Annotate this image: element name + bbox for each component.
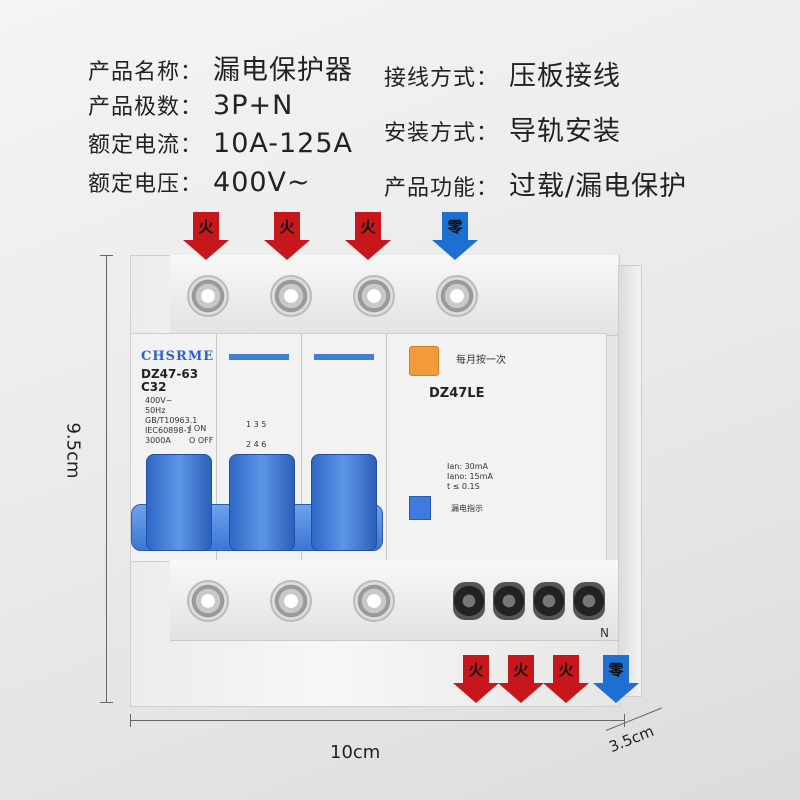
off-label: O OFF <box>189 436 214 445</box>
spec-wiring: 接线方式：压板接线 <box>384 61 622 92</box>
spec-function: 产品功能：过载/漏电保护 <box>384 171 688 202</box>
blue-strip <box>229 354 289 360</box>
bottom-screw-3[interactable] <box>353 580 395 622</box>
spec-product-name: 产品名称：漏电保护器 <box>88 55 354 86</box>
bottom-terminal-row: N <box>170 560 618 641</box>
height-dimension-label: 9.5cm <box>62 422 84 479</box>
terminal-numbers-top: 1 3 5 <box>246 420 267 429</box>
width-dim-cap-left <box>130 714 131 727</box>
test-hint: 每月按一次 <box>456 355 506 366</box>
blue-strip <box>314 354 374 360</box>
on-label: I ON <box>189 424 207 433</box>
height-dim-cap-bottom <box>100 702 113 703</box>
leak-indicator <box>409 496 431 520</box>
neutral-arrow-bottom: 零 <box>593 655 639 703</box>
bottom-terminal-neutral[interactable] <box>573 582 605 620</box>
bottom-terminal-2[interactable] <box>493 582 525 620</box>
fire-arrow-bottom-2: 火 <box>498 655 544 703</box>
fire-arrow-top-2: 火 <box>264 212 310 260</box>
height-dim-cap-top <box>100 255 113 256</box>
breaker-front-panel: CHSRME DZ47-63 C32 400V~ 50Hz GB/T10963.… <box>130 333 607 562</box>
bottom-terminal-3[interactable] <box>533 582 565 620</box>
handle-3[interactable] <box>311 454 377 551</box>
spec-install: 安装方式：导轨安装 <box>384 116 622 147</box>
module-divider <box>386 334 387 561</box>
height-dimension-line <box>106 255 107 703</box>
leak-specs: Ian: 30mA Iano: 15mA t ≤ 0.1S <box>447 462 493 491</box>
top-screw-neutral[interactable] <box>436 275 478 317</box>
spec-current: 额定电流：10A-125A <box>88 128 353 159</box>
spec-poles: 产品极数：3P+N <box>88 90 294 121</box>
rating-label: C32 <box>141 380 167 394</box>
module-divider <box>301 334 302 561</box>
model-right: DZ47LE <box>429 386 485 401</box>
bottom-screw-2[interactable] <box>270 580 312 622</box>
brand-logo: CHSRME <box>141 349 215 364</box>
fire-arrow-bottom-3: 火 <box>543 655 589 703</box>
fire-arrow-bottom-1: 火 <box>453 655 499 703</box>
width-dimension-label: 10cm <box>330 742 381 763</box>
handle-2[interactable] <box>229 454 295 551</box>
top-screw-1[interactable] <box>187 275 229 317</box>
indicator-label: 漏电指示 <box>451 504 483 513</box>
terminal-numbers-bottom: 2 4 6 <box>246 440 267 449</box>
fire-arrow-top-3: 火 <box>345 212 391 260</box>
width-dimension-line <box>130 720 625 721</box>
model-left: DZ47-63 <box>141 367 199 381</box>
module-divider <box>216 334 217 561</box>
test-button[interactable] <box>409 346 439 376</box>
spec-voltage: 额定电压：400V~ <box>88 167 311 198</box>
bottom-terminal-1[interactable] <box>453 582 485 620</box>
neutral-marker: N <box>600 626 609 640</box>
fire-arrow-top-1: 火 <box>183 212 229 260</box>
circuit-breaker: CHSRME DZ47-63 C32 400V~ 50Hz GB/T10963.… <box>130 255 642 707</box>
handle-1[interactable] <box>146 454 212 551</box>
top-screw-2[interactable] <box>270 275 312 317</box>
spec-small-list: 400V~ 50Hz GB/T10963.1 IEC60898-1 3000A <box>145 396 198 445</box>
neutral-arrow-top: 零 <box>432 212 478 260</box>
bottom-screw-1[interactable] <box>187 580 229 622</box>
top-screw-3[interactable] <box>353 275 395 317</box>
width-dim-cap-right <box>624 714 625 727</box>
breaker-side-panel <box>618 265 642 697</box>
top-terminal-row <box>170 255 618 336</box>
